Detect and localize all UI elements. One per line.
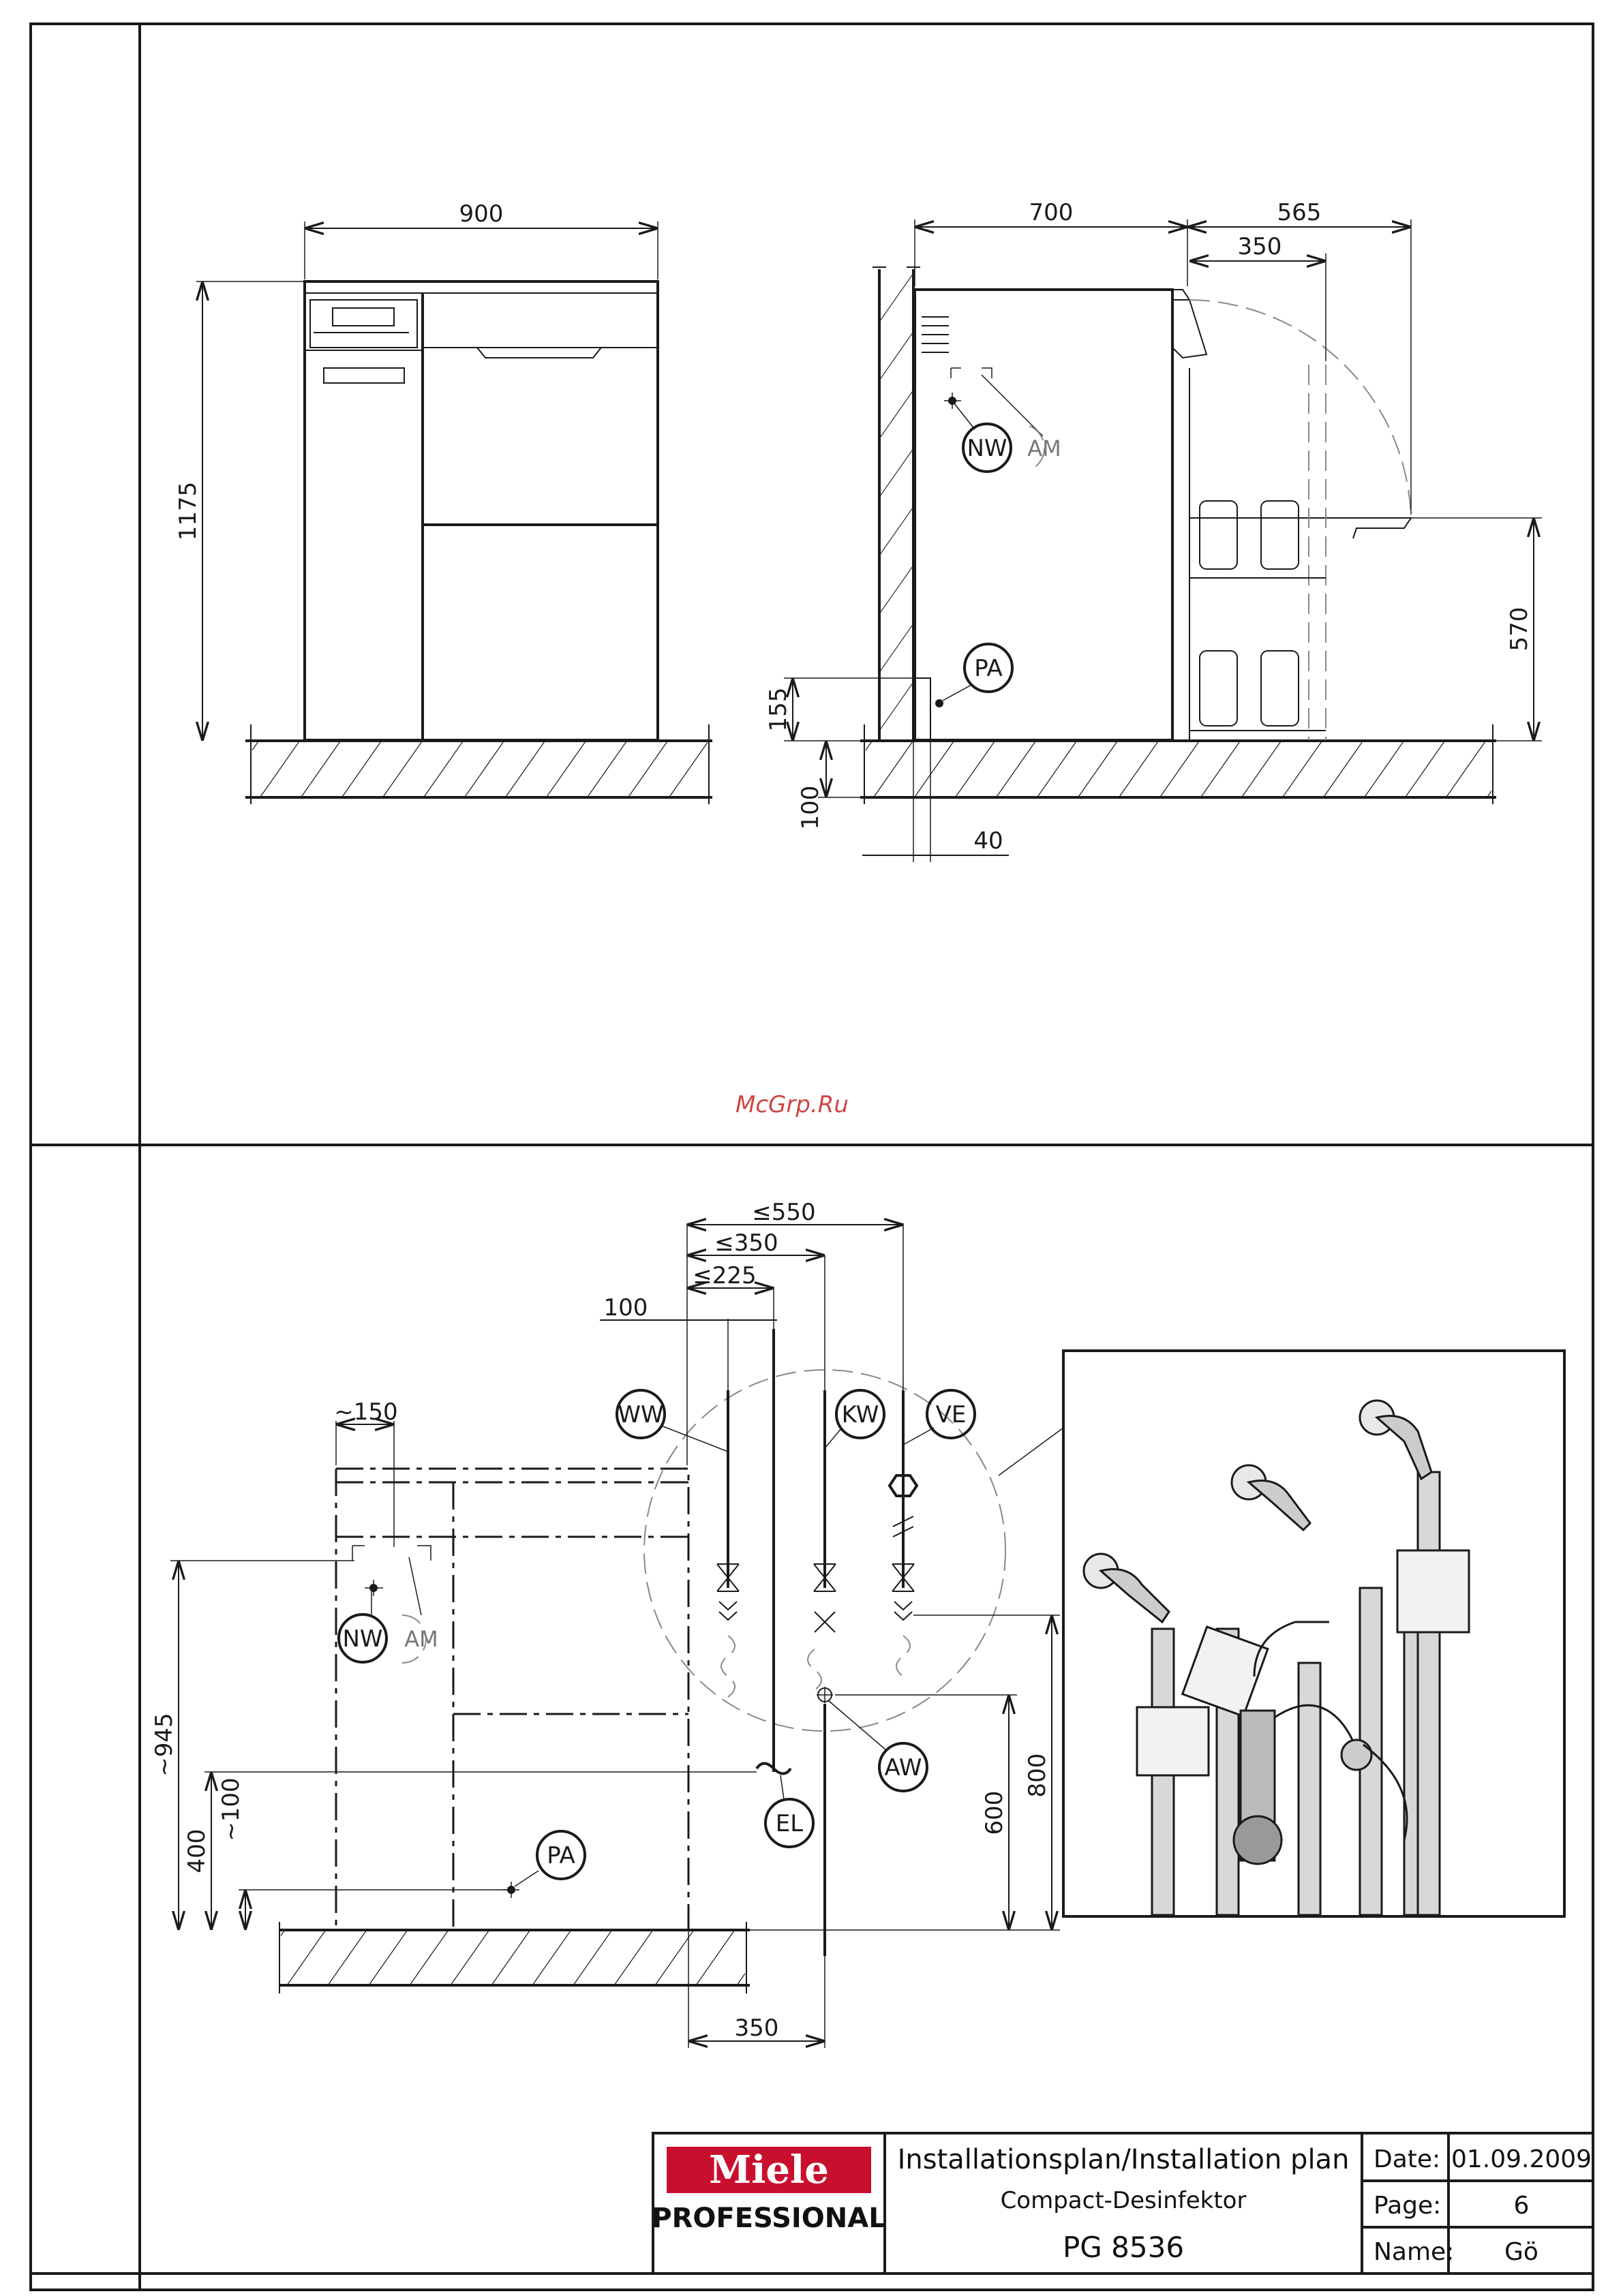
plan-view: NW AM PA [151, 1199, 1063, 2048]
dim-100-floor: ~100 [217, 1777, 245, 1841]
dim-350-bottom: 350 [735, 2015, 779, 2042]
dim-le550: ≤550 [752, 1199, 815, 1226]
front-view: 900 1175 [175, 200, 712, 804]
plan-pa-label: PA [547, 1842, 575, 1869]
dim-height-1175: 1175 [175, 482, 202, 541]
kw-label: KW [842, 1401, 879, 1428]
ve-label: VE [936, 1401, 967, 1428]
dim-depth-700: 700 [1029, 199, 1074, 226]
dim-le350: ≤350 [714, 1229, 778, 1257]
front-machine [305, 281, 658, 740]
dim-150: ~150 [334, 1398, 397, 1426]
aw-label: AW [884, 1754, 922, 1781]
plan-callouts: WW KW VE AW EL [617, 1390, 975, 1847]
date-value: 01.09.2009 [1451, 2145, 1592, 2173]
side-pa-label: PA [974, 655, 1003, 682]
plan-pa-connector: PA [503, 1831, 585, 1898]
vent-grille [922, 317, 949, 352]
dim-945: ~945 [151, 1713, 178, 1776]
plan-subtitle: Compact-Desinfektor [1001, 2187, 1247, 2214]
plan-pipes [717, 1329, 917, 1956]
date-label: Date: [1374, 2145, 1440, 2173]
plan-title: Installationsplan/Installation plan [898, 2144, 1350, 2175]
page-label: Page: [1374, 2192, 1441, 2220]
plan-dimensions: ≤550 ≤350 ≤225 100 ~150 ~945 400 ~100 6 [151, 1199, 1060, 2048]
watermark: McGrp.Ru [735, 1091, 849, 1118]
side-machine: NW AM PA [915, 290, 1411, 740]
name-label: Name: [1374, 2238, 1454, 2266]
dim-door-350: 350 [1238, 233, 1282, 260]
dim-570: 570 [1506, 607, 1533, 652]
valve-detail-illustration [1063, 1351, 1564, 1916]
side-am-label: AM [1027, 435, 1061, 461]
plan-am-label: AM [404, 1626, 438, 1652]
dim-100-top: 100 [604, 1294, 648, 1321]
dim-100: 100 [797, 786, 824, 830]
brand-name: Miele [709, 2147, 829, 2192]
plan-nw-connector: NW AM [339, 1546, 438, 1663]
detergent-canisters [1200, 501, 1299, 726]
side-nw-label: NW [967, 435, 1007, 462]
dim-800: 800 [1024, 1754, 1051, 1798]
page-value: 6 [1514, 2192, 1530, 2220]
front-floor [245, 724, 712, 804]
dim-155: 155 [765, 688, 792, 732]
model-number: PG 8536 [1063, 2231, 1184, 2264]
sheet-frame [31, 24, 1593, 2290]
dim-400: 400 [183, 1829, 211, 1873]
dim-le225: ≤225 [693, 1262, 756, 1289]
plan-machine-outline [336, 1469, 688, 1930]
name-value: Gö [1504, 2238, 1538, 2266]
side-wall [873, 267, 930, 741]
plan-nw-label: NW [342, 1625, 382, 1653]
el-label: EL [776, 1810, 803, 1837]
brand-sub: PROFESSIONAL [652, 2203, 885, 2234]
side-floor [860, 724, 1496, 804]
dim-600: 600 [981, 1791, 1008, 1835]
dim-width-900: 900 [459, 200, 504, 228]
title-block: Miele PROFESSIONAL Installationsplan/Ins… [652, 2133, 1593, 2274]
plan-floor [279, 1922, 750, 1993]
dim-door-565: 565 [1277, 199, 1322, 226]
ww-label: WW [618, 1401, 663, 1428]
dim-40: 40 [973, 827, 1003, 855]
side-view: NW AM PA 700 565 350 570 [765, 199, 1542, 862]
